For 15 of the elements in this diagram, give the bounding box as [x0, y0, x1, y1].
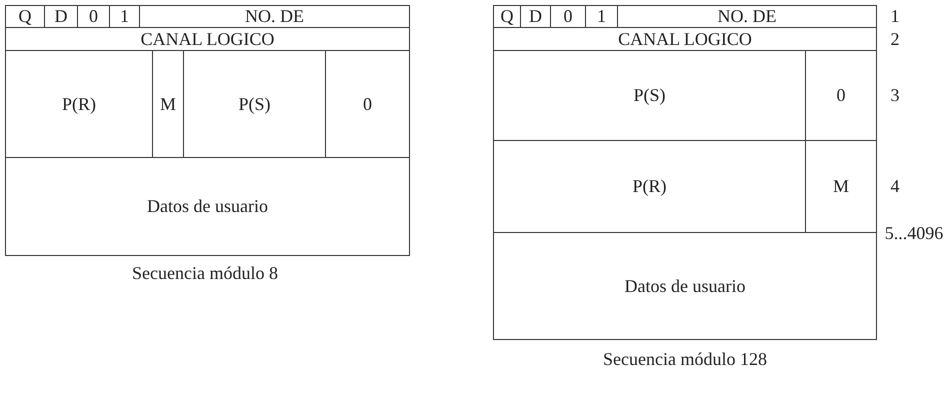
table-cell: Q [5, 5, 45, 28]
row-number: 3 [890, 84, 900, 107]
row-number: 4 [890, 175, 900, 198]
table-cell: NO. DE [139, 5, 410, 28]
table-cell: NO. DE [617, 5, 877, 28]
table-cell: CANAL LOGICO [493, 27, 877, 51]
table-cell: Datos de usuario [5, 157, 410, 256]
caption-text: Secuencia módulo 8 [131, 262, 279, 284]
row-number: 1 [890, 5, 900, 28]
table-cell: CANAL LOGICO [5, 27, 410, 51]
table-cell: Datos de usuario [493, 232, 877, 340]
table-cell: Q [493, 5, 521, 28]
row-number: 5...4096 [884, 222, 944, 244]
row-number: 2 [890, 28, 900, 50]
caption-text: Secuencia módulo 128 [602, 348, 768, 370]
